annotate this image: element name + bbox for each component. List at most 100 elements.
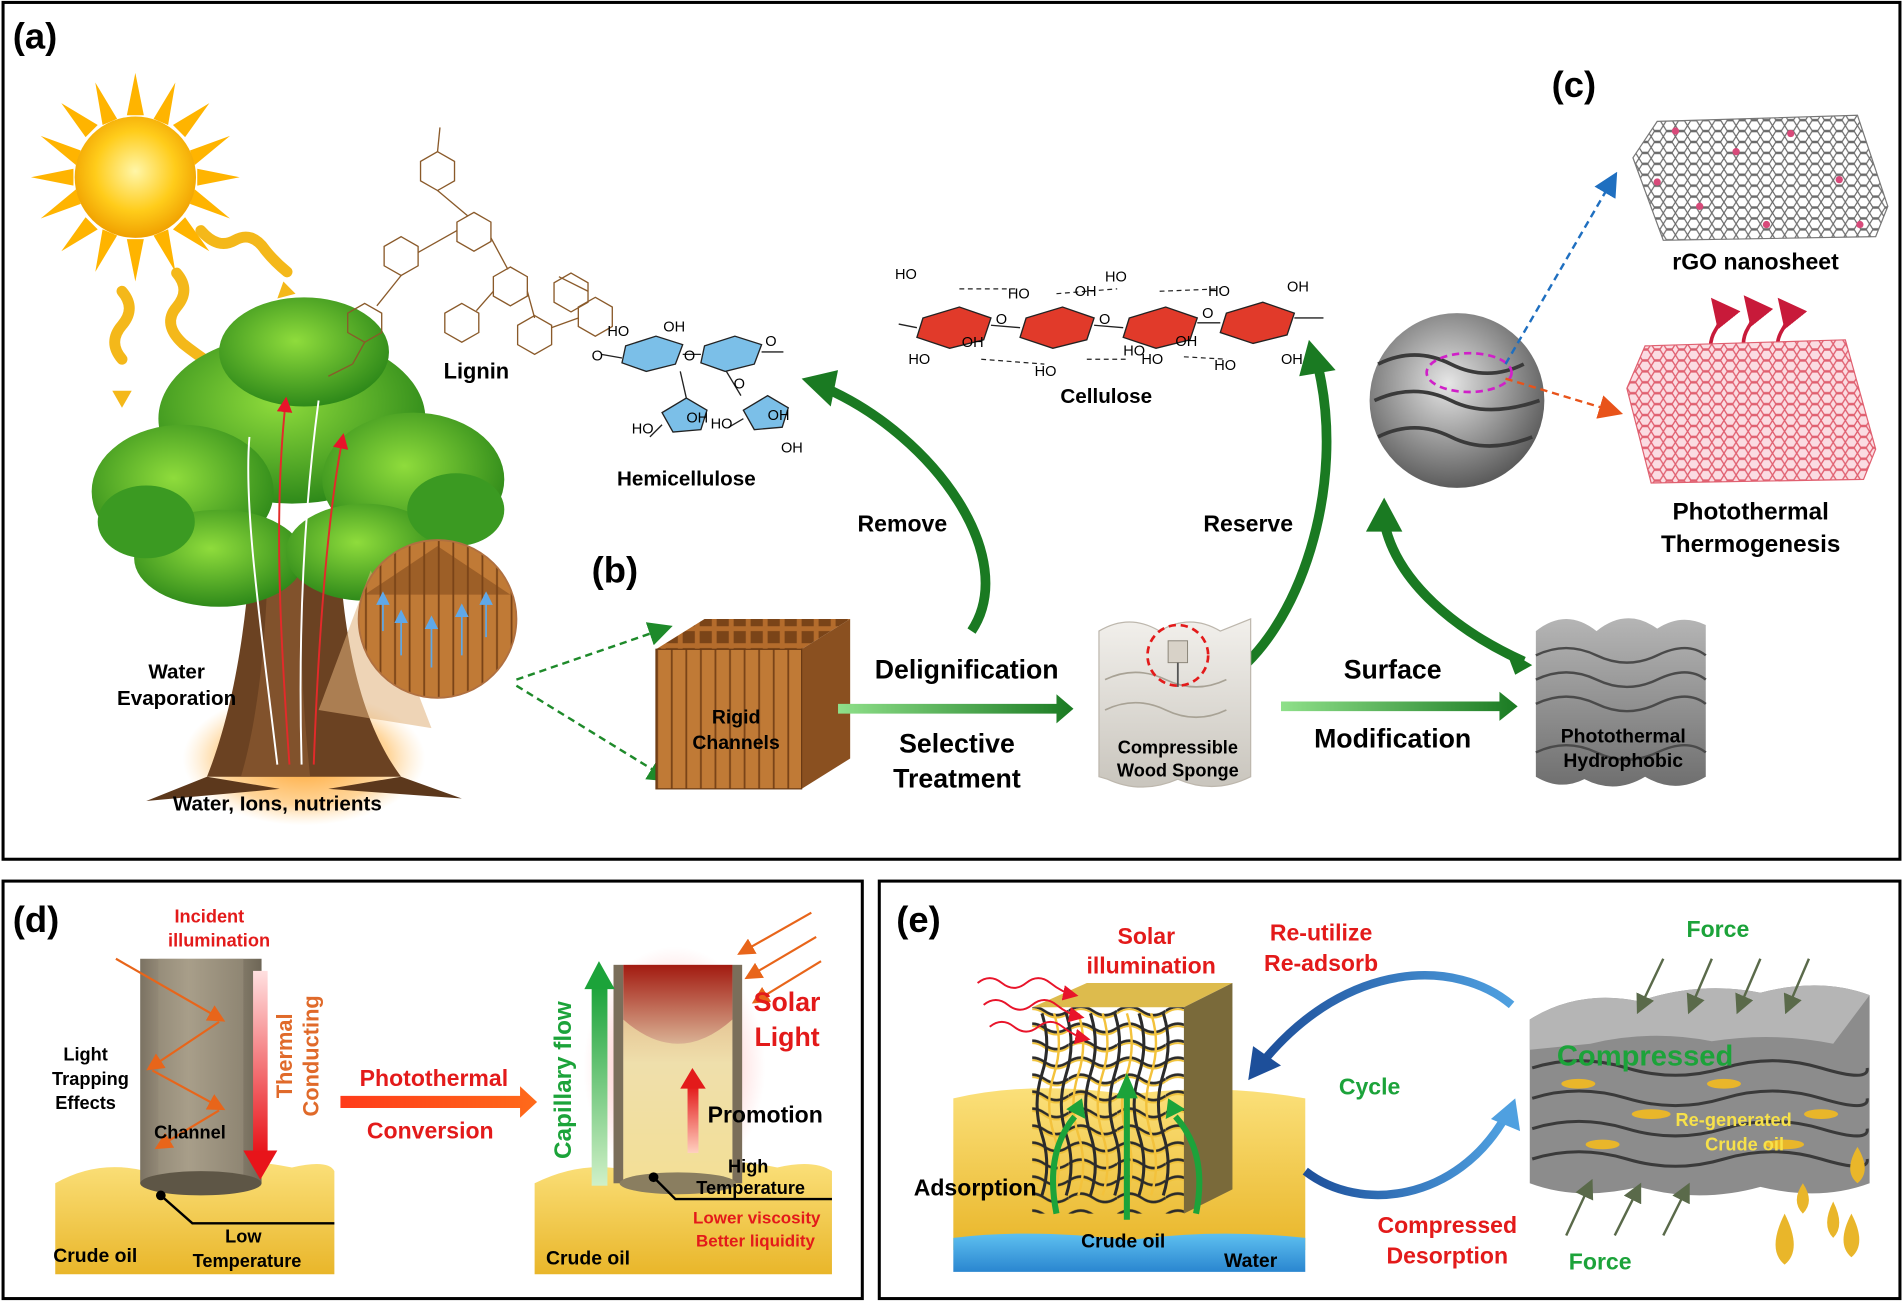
compressed-label: Compressed	[1557, 1041, 1733, 1073]
svg-text:HO: HO	[1105, 270, 1127, 286]
thermal-label: Thermal	[272, 1013, 297, 1098]
conducting-label: Conducting	[299, 995, 324, 1116]
tree-flow-arrows	[247, 396, 349, 765]
thermal-conducting-arrow	[253, 970, 268, 1153]
capillary-label: Capillary flow	[550, 1001, 577, 1159]
panel-label-a: (a)	[13, 16, 57, 57]
surface-modification-arrow	[1280, 691, 1518, 721]
hydrophobic-label: Hydrophobic	[1563, 750, 1683, 772]
svg-text:O: O	[996, 312, 1007, 328]
remove-label: Remove	[858, 511, 948, 537]
svg-text:O: O	[684, 348, 695, 364]
svg-text:HO: HO	[1141, 352, 1163, 368]
sponge-label-1: Compressible	[1118, 738, 1238, 758]
sponge-fiber-block	[1032, 983, 1233, 1214]
water-evaporation-label-2: Evaporation	[117, 687, 236, 710]
svg-text:HO: HO	[1008, 287, 1030, 303]
reserve-label: Reserve	[1203, 511, 1293, 537]
reutilize-label: Re-utilize	[1270, 920, 1373, 946]
force-bottom-label: Force	[1569, 1248, 1632, 1274]
compressed-desorption-label-1: Compressed	[1377, 1212, 1517, 1238]
promotion-arrow	[687, 1086, 699, 1153]
sponge-label-2: Wood Sponge	[1117, 761, 1239, 781]
cellulose-structure: HO HO OH HO OH HO HO OH HO HO OH HO OH H…	[895, 267, 1324, 380]
svg-text:HO: HO	[895, 267, 917, 283]
photothermal-conversion-arrow	[340, 1086, 538, 1118]
lower-viscosity-label: Lower viscosity	[693, 1208, 821, 1227]
channel-label: Channel	[154, 1122, 226, 1142]
svg-text:HO: HO	[1035, 364, 1057, 380]
photothermal-c-label-1: Photothermal	[1672, 498, 1828, 525]
rigid-label-2: Channels	[692, 732, 779, 754]
photothermal-sheet	[1626, 339, 1877, 484]
svg-text:OH: OH	[663, 319, 685, 335]
oil-base-right	[534, 1161, 832, 1275]
compressed-block	[1529, 985, 1870, 1196]
low-temp-pointer	[160, 1194, 335, 1225]
adsorption-flow-arrows	[1049, 1092, 1203, 1220]
regenerated-label-2: Crude oil	[1705, 1135, 1784, 1155]
crude-oil-e-label: Crude oil	[1081, 1231, 1165, 1253]
delignification-arrow	[838, 694, 1074, 724]
high-temp-pointer	[652, 1176, 832, 1201]
light-trap-label-2: Trapping	[52, 1069, 129, 1089]
light-trap-label-1: Light	[63, 1045, 107, 1065]
svg-text:OH: OH	[1281, 352, 1303, 368]
incident-label-2: illumination	[168, 931, 270, 951]
modification-label: Modification	[1314, 724, 1471, 754]
sun-icon	[30, 72, 240, 282]
crude-oil-left-label: Crude oil	[53, 1245, 137, 1267]
rgo-label: rGO nanosheet	[1672, 248, 1839, 274]
svg-text:OH: OH	[686, 410, 708, 426]
surface-label: Surface	[1344, 654, 1442, 684]
readsorb-label: Re-adsorb	[1264, 950, 1378, 976]
sun-ray-icons	[109, 225, 293, 371]
wood-sponge	[1098, 618, 1252, 788]
force-top-label: Force	[1687, 916, 1750, 942]
cycle-label: Cycle	[1339, 1074, 1401, 1100]
photothermal-hydrophobic-block	[1535, 618, 1707, 787]
force-arrows-bottom	[1565, 1178, 1690, 1237]
svg-text:HO: HO	[632, 421, 654, 437]
frame-top	[1, 0, 1902, 861]
svg-text:O: O	[734, 376, 745, 392]
water-layer	[953, 1233, 1306, 1272]
channel-tube-left	[140, 958, 262, 1196]
water-ions-label: Water, Ions, nutrients	[173, 793, 382, 816]
frame-d	[1, 879, 864, 1301]
svg-text:HO: HO	[908, 352, 930, 368]
svg-text:HO: HO	[1214, 358, 1236, 374]
sponge-zoom-circle	[1369, 313, 1545, 488]
tree-trunk	[146, 570, 462, 801]
photothermal-c-label-2: Thermogenesis	[1661, 531, 1840, 558]
oil-base-left	[55, 1161, 335, 1275]
panel-label-b: (b)	[592, 550, 638, 591]
svg-text:OH: OH	[1175, 334, 1197, 350]
better-liquidity-label: Better liquidity	[696, 1231, 815, 1250]
svg-text:O: O	[1099, 312, 1110, 328]
conversion-label: Conversion	[367, 1117, 494, 1143]
wood-zoom-circle	[357, 539, 518, 699]
cycle-arrow-top	[1259, 971, 1515, 1065]
low-label-1: Low	[225, 1227, 262, 1247]
solar-d-label-2: Light	[754, 1022, 819, 1052]
hemicellulose-structure: HO OH O O O O HO OH HO OH OH	[592, 319, 803, 456]
reserve-arrow	[1223, 362, 1332, 684]
panel-label-c: (c)	[1552, 64, 1596, 105]
dash-arrow-up	[516, 622, 673, 681]
solar-e-label-2: illumination	[1086, 952, 1215, 978]
svg-text:OH: OH	[1075, 284, 1097, 300]
svg-text:OH: OH	[962, 335, 984, 351]
svg-text:HO: HO	[1123, 344, 1145, 360]
cycle-arrow-bottom	[1302, 1114, 1510, 1200]
solar-e-label-1: Solar	[1117, 923, 1175, 949]
regenerated-label-1: Re-generated	[1676, 1110, 1792, 1130]
svg-text:OH: OH	[768, 408, 790, 424]
low-label-2: Temperature	[193, 1251, 302, 1271]
frame-e	[877, 879, 1902, 1301]
selective-label: Selective	[899, 728, 1015, 758]
rigid-label-1: Rigid	[712, 706, 761, 728]
dash-arrow-down	[515, 684, 673, 782]
hemicellulose-label: Hemicellulose	[617, 467, 756, 490]
water-e-label: Water	[1224, 1250, 1278, 1272]
